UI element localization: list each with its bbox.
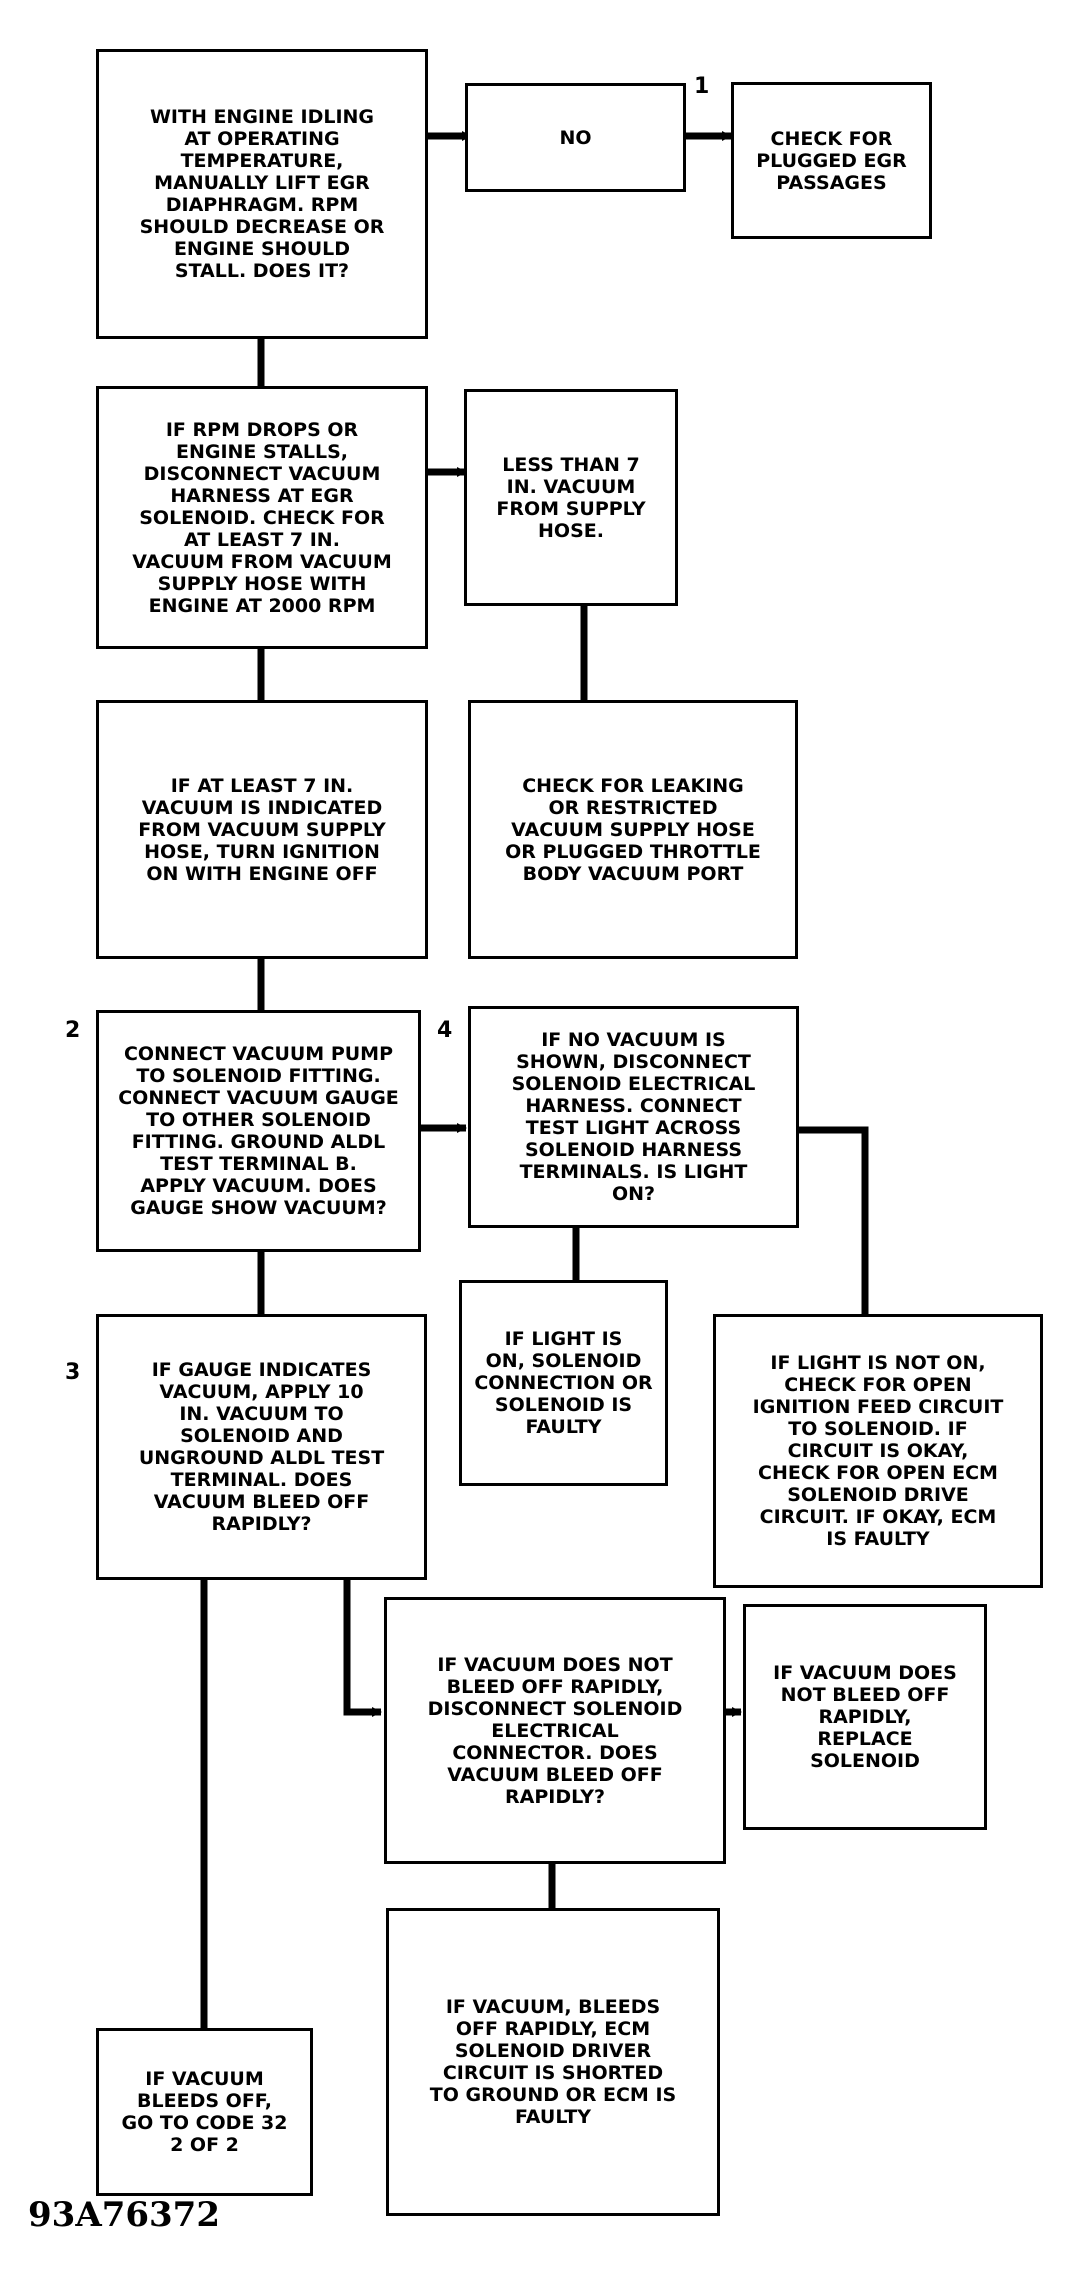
check-plugged-egr-box: CHECK FOR PLUGGED EGR PASSAGES bbox=[731, 82, 932, 239]
step-number-4: 4 bbox=[437, 1018, 453, 1043]
check-leaking-hose-box: CHECK FOR LEAKING OR RESTRICTED VACUUM S… bbox=[468, 700, 798, 959]
step-number-3: 3 bbox=[65, 1360, 81, 1385]
light-not-on-box: IF LIGHT IS NOT ON, CHECK FOR OPEN IGNIT… bbox=[713, 1314, 1043, 1588]
step-gauge-indicates-box: IF GAUGE INDICATES VACUUM, APPLY 10 IN. … bbox=[96, 1314, 427, 1580]
step-number-2: 2 bbox=[65, 1018, 81, 1043]
step-connect-vacuum-pump-box: CONNECT VACUUM PUMP TO SOLENOID FITTING.… bbox=[96, 1010, 421, 1252]
step-engine-idling-box: WITH ENGINE IDLING AT OPERATING TEMPERAT… bbox=[96, 49, 428, 339]
go-to-code-32-box: IF VACUUM BLEEDS OFF, GO TO CODE 32 2 OF… bbox=[96, 2028, 313, 2196]
connector-novac-to-lightoff bbox=[795, 1126, 869, 1316]
figure-id: 93A76372 bbox=[28, 2195, 220, 2235]
connector-b5-to-b6 bbox=[343, 1578, 382, 1717]
less-than-7-in-box: LESS THAN 7 IN. VACUUM FROM SUPPLY HOSE. bbox=[464, 389, 678, 606]
if-no-vacuum-box: IF NO VACUUM IS SHOWN, DISCONNECT SOLENO… bbox=[468, 1006, 799, 1228]
step-at-least-7-in-box: IF AT LEAST 7 IN. VACUUM IS INDICATED FR… bbox=[96, 700, 428, 959]
ecm-driver-shorted-box: IF VACUUM, BLEEDS OFF RAPIDLY, ECM SOLEN… bbox=[386, 1908, 720, 2216]
step-rpm-drops-box: IF RPM DROPS OR ENGINE STALLS, DISCONNEC… bbox=[96, 386, 428, 649]
step-number-1: 1 bbox=[694, 74, 710, 99]
light-on-faulty-box: IF LIGHT IS ON, SOLENOID CONNECTION OR S… bbox=[459, 1280, 668, 1486]
replace-solenoid-box: IF VACUUM DOES NOT BLEED OFF RAPIDLY, RE… bbox=[743, 1604, 987, 1830]
step-vacuum-not-bleed-box: IF VACUUM DOES NOT BLEED OFF RAPIDLY, DI… bbox=[384, 1597, 726, 1864]
no-box: NO bbox=[465, 83, 686, 192]
